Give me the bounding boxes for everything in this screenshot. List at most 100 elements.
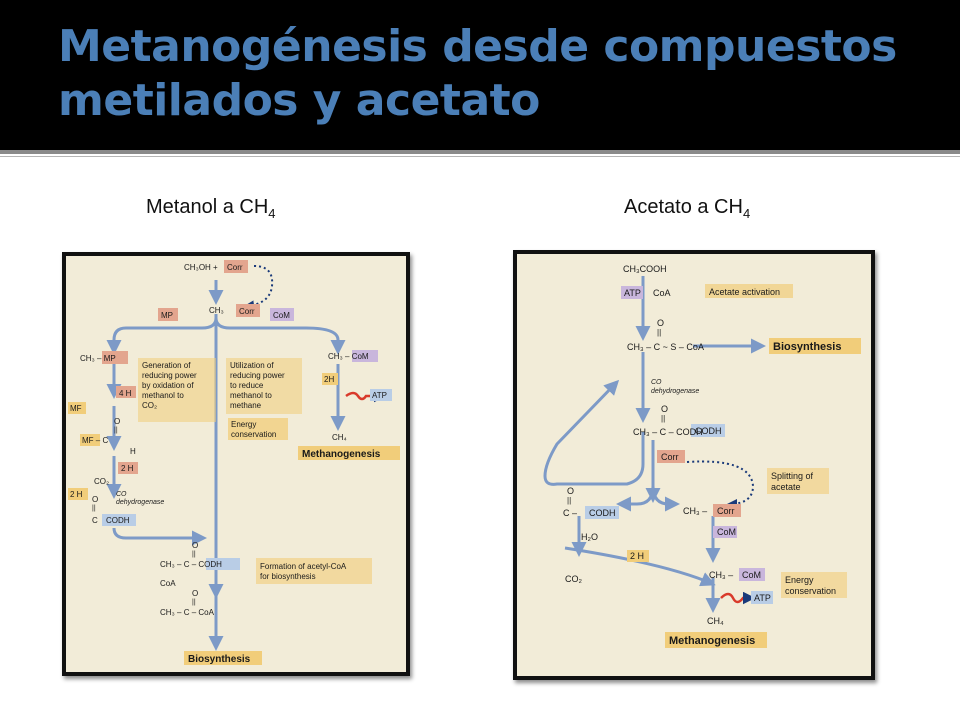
methanol-pathway-figure: CH₃OH + Corr CH₃ Corr CoM MP CH₃ – MP 4 … [62, 252, 410, 676]
two-h-text: 2 H [630, 551, 644, 561]
energy-line-2: conservation [231, 430, 276, 439]
splitting-note-box [767, 468, 829, 494]
mf-text: MF [70, 404, 82, 413]
generation-note: Generation of reducing power by oxidatio… [142, 361, 199, 410]
com2-text: CoM [742, 570, 761, 580]
title-bar: Metanogénesis desde compuestos metilados… [0, 0, 960, 150]
atp-text: ATP [372, 391, 387, 400]
methanogenesis-text: Methanogenesis [669, 635, 755, 647]
corr2-text: Corr [717, 506, 735, 516]
mp-label-box [158, 308, 178, 321]
biosynthesis-box [184, 651, 262, 665]
header-rule-thin [0, 156, 960, 157]
dehydrogenase-text: dehydrogenase [651, 388, 699, 395]
codh2-box [206, 558, 240, 570]
two-h-b-box [68, 488, 88, 500]
dbl3-text: || [192, 551, 196, 558]
header-rule [0, 150, 960, 154]
splitting-line-2: acetate [771, 482, 801, 492]
corr-recycle-arrow [686, 460, 755, 509]
corr2-text: Corr [239, 307, 255, 316]
mf-c-text: MF – C [82, 436, 108, 445]
corr-box [657, 450, 685, 463]
utilization-line-2: reducing power [230, 371, 285, 380]
dbl3-text: || [567, 496, 571, 505]
acetate-activation-box [705, 284, 793, 298]
com2-box [739, 568, 765, 581]
pathway-arrows [543, 276, 766, 613]
caption-acetate: Acetato a CH4 [624, 196, 750, 221]
o3-text: O [567, 486, 574, 496]
methanol-pathway-diagram: CH₃OH + Corr CH₃ Corr CoM MP CH₃ – MP 4 … [68, 260, 400, 665]
four-h-text: 4 H [119, 389, 132, 398]
atp-arrow [720, 591, 756, 605]
caption-methanol: Metanol a CH4 [146, 196, 276, 221]
dbl1-text: || [657, 328, 661, 337]
c-codh-text: C – [563, 508, 577, 518]
ch3-mp-box [102, 351, 128, 364]
o2-text: O [661, 404, 668, 414]
caption-methanol-text: Metanol a CH [146, 196, 269, 218]
com2-box [352, 350, 378, 362]
acetate-pathway-figure: CH₃COOH ATP CoA Acetate activation O || … [513, 250, 875, 680]
acetyl-coa-text: CH₃ – C – CoA [160, 608, 215, 617]
biosynthesis-text: Biosynthesis [773, 341, 841, 353]
com-label-box [270, 308, 294, 321]
mf-box [68, 402, 86, 414]
atp-arrow [345, 389, 387, 403]
acetate-pathway-diagram: CH₃COOH ATP CoA Acetate activation O || … [543, 264, 861, 648]
methanol-text: CH₃OH + [184, 263, 218, 272]
utilization-note-box [226, 358, 302, 414]
caption-methanol-sub: 4 [268, 206, 276, 221]
splitting-line-1: Splitting of [771, 471, 814, 481]
atp-box [370, 389, 392, 401]
acetate-activation-text: Acetate activation [709, 287, 780, 297]
formation-note-box [256, 558, 372, 584]
mf-c-box [80, 434, 100, 446]
utilization-line-3: to reduce [230, 381, 264, 390]
slide-title: Metanogénesis desde compuestos metilados… [58, 20, 938, 128]
formation-line-2: for biosynthesis [260, 572, 316, 581]
ch3-text: CH₃ [209, 306, 224, 315]
slide-title-line-2: metilados y acetato [58, 75, 540, 126]
codh-box [102, 514, 136, 526]
utilization-line-1: Utilization of [230, 361, 274, 370]
four-h-box [116, 386, 136, 398]
codh1-text: CODH [695, 426, 722, 436]
formation-line-1: Formation of acetyl-CoA [260, 562, 347, 571]
utilization-line-4: methanol to [230, 391, 272, 400]
atp-text: ATP [624, 288, 641, 298]
o2-text: O [92, 495, 98, 504]
o3-text: O [192, 541, 198, 550]
biosynthesis-text: Biosynthesis [188, 654, 251, 665]
com-box [713, 526, 737, 538]
dbl2-text: || [92, 505, 96, 512]
ch3-mp-text: CH₃ – MP [80, 354, 116, 363]
generation-line-1: Generation of [142, 361, 191, 370]
co-text: CO [651, 379, 662, 386]
dbl4-text: || [192, 599, 196, 606]
generation-line-3: by oxidation of [142, 381, 194, 390]
energy-conservation-box [781, 572, 847, 598]
formation-note: Formation of acetyl-CoA for biosynthesis [260, 562, 348, 581]
energy-conservation-note: Energy conservation [785, 575, 836, 596]
ch3-corr-text: CH₃ – [683, 506, 707, 516]
dehydrogenase-text: dehydrogenase [116, 499, 164, 506]
two-h-a-box [118, 462, 138, 474]
energy-line-1: Energy [785, 575, 814, 585]
two-h-c-text: 2H [324, 375, 334, 384]
two-h-c-box [322, 373, 338, 385]
coa-text: CoA [653, 288, 671, 298]
codh1-box [691, 424, 725, 437]
acetate-text: CH₃COOH [623, 264, 667, 274]
co2-text: CO₂ [94, 477, 109, 486]
generation-line-5: CO₂ [142, 401, 157, 410]
ch3-com-text: CH₃ – CoM [328, 352, 369, 361]
energy-conservation-note: Energy conservation [231, 420, 276, 439]
methanogenesis-text: Methanogenesis [302, 449, 381, 460]
two-h-b-text: 2 H [70, 490, 83, 499]
energy-conservation-box [228, 418, 288, 440]
methanogenesis-box [665, 632, 767, 648]
corr-text: Corr [227, 263, 243, 272]
com-text: CoM [717, 527, 736, 537]
